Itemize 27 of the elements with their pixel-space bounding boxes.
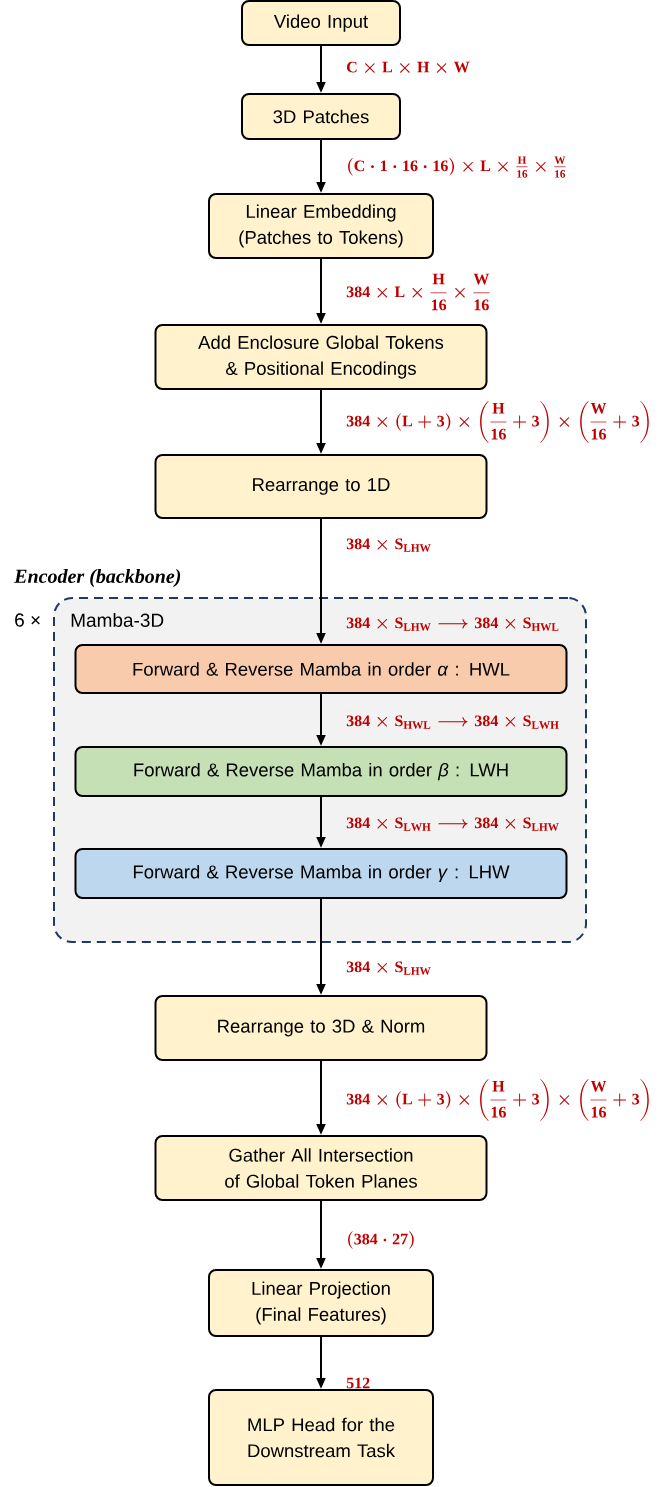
process-box: Linear Embedding (Patches to Tokens) xyxy=(208,193,434,259)
process-box: Add Enclosure Global Tokens & Positional Encodings xyxy=(154,324,488,390)
process-box: Forward & Reverse Mamba in order β : LWH xyxy=(74,746,568,797)
process-box: Linear Projection (Final Features) xyxy=(208,1269,434,1337)
process-box: Rearrange to 1D xyxy=(154,454,488,519)
process-box: 3D Patches xyxy=(241,93,401,140)
edge-label: $\mathbf{384\times S_{LHW}}$ xyxy=(346,961,431,975)
shape-label: $\mathbf{384\times S_{LHW}\longrightarrow 384\times S_{HWL}}$ xyxy=(346,617,559,631)
repeat-count: 6 × xyxy=(15,613,40,627)
group-label: Mamba-3D xyxy=(71,613,164,627)
process-box: Forward & Reverse Mamba in order α : HWL xyxy=(74,644,568,694)
process-box: Rearrange to 3D & Norm xyxy=(154,995,488,1061)
process-box: MLP Head for the Downstream Task xyxy=(208,1389,434,1486)
edge-label: $\mathbf{(384\cdot 27)}$ xyxy=(348,1231,414,1249)
edge-label: $\mathbf{(C\cdot 1\cdot 16\cdot 16)\times L\times \tfrac{H}{16}\times \tfrac{W}{16}}$ xyxy=(348,156,566,178)
process-box: Gather All Intersection of Global Token Planes xyxy=(154,1135,488,1201)
process-box: Forward & Reverse Mamba in order γ : LHW xyxy=(74,848,568,899)
group-title: Encoder (backbone) xyxy=(14,568,181,588)
edge-label: $\mathbf{384\times (L+3)\times \left(\dfrac{H}{16}+3\right)\times \left(\dfrac{W}{16}+3\right)}$ xyxy=(346,401,649,443)
edge-label: $\mathbf{384\times S_{LWH}\longrightarrow 384\times S_{LHW}}$ xyxy=(346,817,559,831)
edge-label: $\mathbf{384\times S_{HWL}\longrightarrow 384\times S_{LWH}}$ xyxy=(346,715,559,729)
edge-label: $\mathbf{384\times L\times \dfrac{H}{16}\times \dfrac{W}{16}}$ xyxy=(346,273,490,311)
edge-label: $\mathbf{384\times (L+3)\times \left(\dfrac{H}{16}+3\right)\times \left(\dfrac{W}{16}+3\right)}$ xyxy=(346,1079,649,1121)
edge-label: $\mathbf{512}$ xyxy=(346,1377,370,1389)
process-box: Video Input xyxy=(241,0,401,46)
edge-label: $\mathbf{384\times S_{LHW}}$ xyxy=(346,538,431,552)
edge-label: $\mathbf{C\times L\times H\times W}$ xyxy=(347,61,470,73)
